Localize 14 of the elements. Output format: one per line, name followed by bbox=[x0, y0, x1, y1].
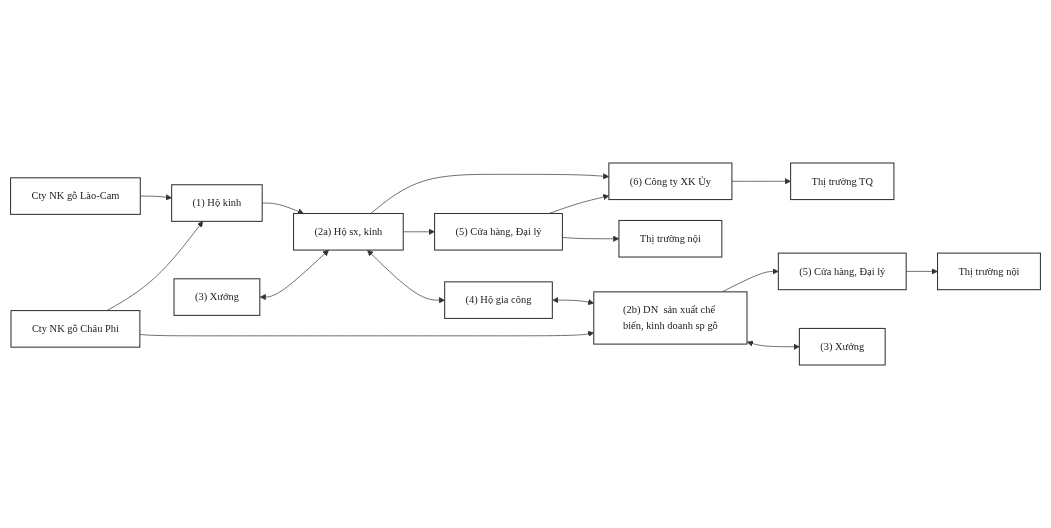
node-box: Cty NK gỗ Lào-Cam bbox=[10, 177, 141, 215]
node-box: (4) Hộ gia công bbox=[444, 281, 553, 319]
node-box: (5) Cửa hàng, Đại lý bbox=[434, 213, 563, 251]
node-box: (5) Cửa hàng, Đại lý bbox=[777, 252, 907, 291]
node-box: (2a) Hộ sx, kinh bbox=[293, 213, 404, 251]
node-box: Thị trường TQ bbox=[790, 162, 895, 201]
node-box: (2b) DN sản xuất chế biến, kinh doanh sp gỗ bbox=[593, 291, 748, 345]
node-box: Thị trường nội bbox=[618, 219, 723, 258]
node-box: (3) Xưởng bbox=[798, 327, 886, 366]
node-box: (1) Hộ kinh bbox=[171, 184, 263, 222]
node-box: (3) Xưởng bbox=[173, 278, 261, 316]
node-box: Cty NK gỗ Châu Phi bbox=[10, 310, 141, 348]
node-box: (6) Công ty XK Ủy bbox=[608, 162, 733, 201]
node-box: Thị trường nội bbox=[937, 252, 1041, 291]
